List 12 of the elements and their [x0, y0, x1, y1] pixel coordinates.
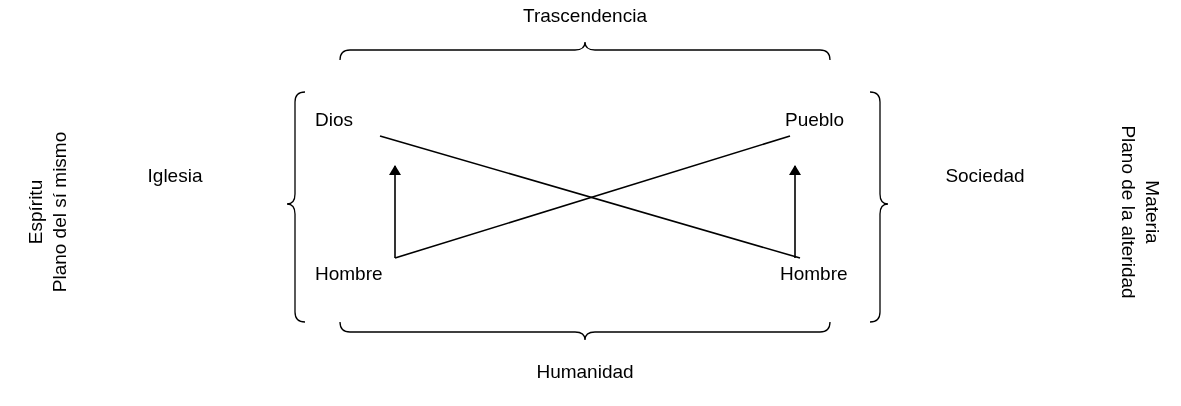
side-caption: Materia Plano de la alteridad: [1117, 125, 1164, 299]
node-label: Pueblo: [785, 108, 845, 132]
node-label: Dios: [315, 108, 353, 132]
region-label: Sociedad: [945, 164, 1025, 188]
node-label: Hombre: [780, 262, 848, 286]
region-label: Iglesia: [147, 164, 203, 188]
region-label: Humanidad: [536, 360, 634, 384]
region-label: Trascendencia: [523, 4, 647, 28]
arrow: [789, 165, 801, 259]
node-label: Hombre: [315, 262, 383, 286]
arrow: [389, 165, 401, 259]
side-caption: Espíritu Plano del sí mismo: [24, 131, 71, 293]
